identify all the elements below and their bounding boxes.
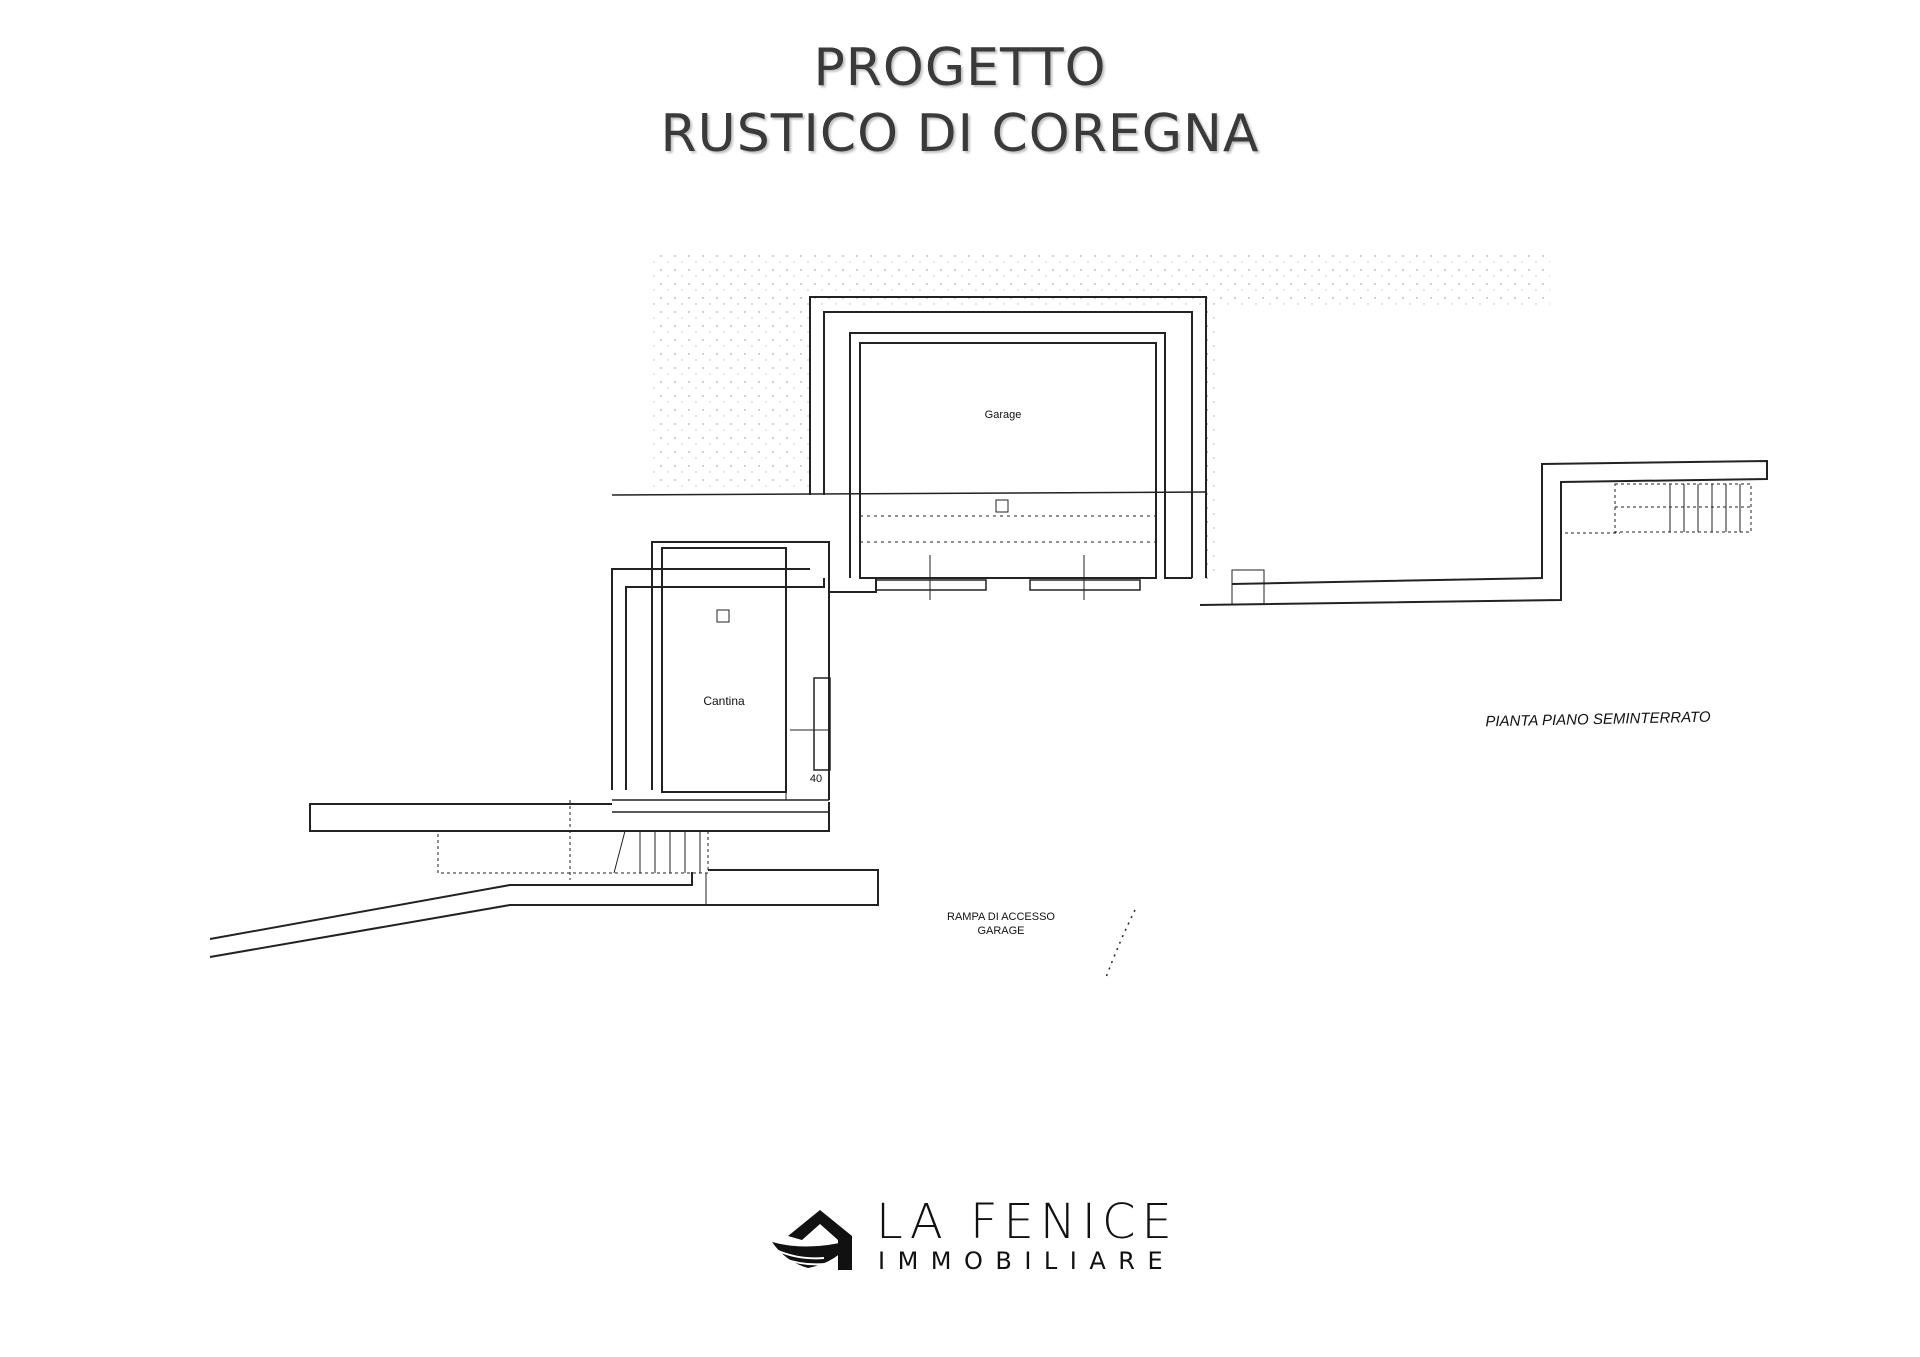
logo-name: LA FENICE bbox=[876, 1194, 1178, 1250]
garage-walls bbox=[611, 296, 1207, 600]
ramp bbox=[209, 869, 1136, 981]
terrace-right bbox=[1199, 459, 1768, 606]
title-line-2: RUSTICO DI COREGNA bbox=[660, 104, 1260, 164]
house-wing-icon bbox=[772, 1210, 852, 1270]
terrace-left bbox=[309, 800, 830, 880]
title-line-1: PROGETTO bbox=[813, 38, 1107, 98]
dimension-label: 40 bbox=[810, 773, 822, 785]
room-label-cantina: Cantina bbox=[703, 694, 745, 708]
ramp-label-1: RAMPA DI ACCESSO bbox=[947, 911, 1055, 923]
plan-title: PIANTA PIANO SEMINTERRATO bbox=[1485, 709, 1711, 731]
terrain-hatching bbox=[650, 255, 1550, 580]
cantina-walls bbox=[611, 541, 831, 813]
logo: LA FENICE IMMOBILIARE bbox=[768, 1196, 1188, 1276]
logo-subtitle: IMMOBILIARE bbox=[878, 1247, 1176, 1275]
ramp-label-2: GARAGE bbox=[977, 925, 1024, 937]
room-label-garage: Garage bbox=[985, 409, 1022, 421]
